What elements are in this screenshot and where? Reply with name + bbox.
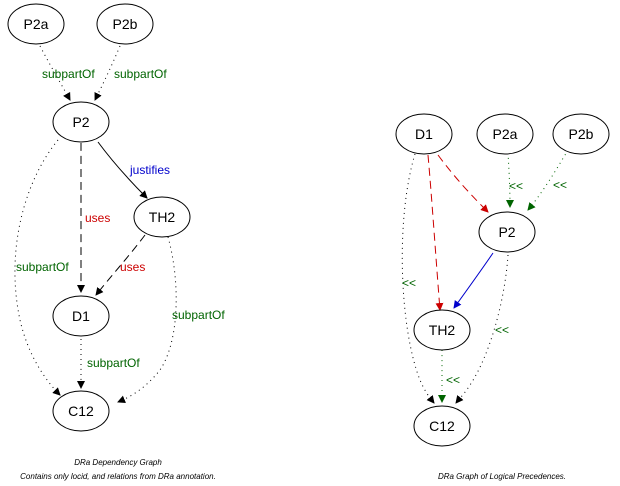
rnode-th2-label: TH2 [429,322,456,338]
label-d1-c12: subpartOf [87,356,140,370]
node-p2a[interactable]: P2a [7,3,65,45]
rnode-p2b[interactable]: P2b [552,113,610,155]
edge-th2-c12 [117,236,177,404]
label-p2-d1: uses [85,211,110,225]
rnode-th2[interactable]: TH2 [413,309,471,351]
redge-p2b-p2 [527,149,569,211]
edge-th2-d1 [95,234,146,296]
node-p2b[interactable]: P2b [96,3,154,45]
rnode-d1[interactable]: D1 [395,113,453,155]
rlabel-p2b-p2: << [553,178,567,192]
node-d1-label: D1 [72,308,90,324]
node-c12[interactable]: C12 [52,390,110,432]
label-p2-c12: subpartOf [16,260,69,274]
node-p2[interactable]: P2 [52,101,110,143]
rnode-p2a[interactable]: P2a [476,113,534,155]
label-p2b-p2: subpartOf [114,67,167,81]
redge-p2-c12 [455,254,509,404]
right-graph: << << << << << D1 P2a P2b P2 TH2 C12 [395,113,610,481]
left-edges [14,45,177,404]
redge-p2-th2 [453,252,494,309]
node-c12-label: C12 [68,403,94,419]
rnode-d1-label: D1 [415,126,433,142]
rnode-c12[interactable]: C12 [413,405,471,447]
node-p2b-label: P2b [113,16,138,32]
edge-p2a-p2 [39,45,71,101]
redge-d1-c12 [401,153,435,404]
rnode-p2-label: P2 [498,224,515,240]
redge-d1-p2 [437,154,489,213]
label-p2-th2: justifies [129,163,170,177]
rnode-p2a-label: P2a [493,126,518,142]
label-th2-d1: uses [120,260,145,274]
rnode-c12-label: C12 [429,418,455,434]
rnode-p2[interactable]: P2 [478,211,536,253]
rlabel-d1-c12: << [402,276,416,290]
label-p2a-p2: subpartOf [42,67,95,81]
right-edges [401,149,569,404]
node-p2-label: P2 [72,114,89,130]
left-graph: subpartOf subpartOf justifies uses uses … [7,3,225,481]
redge-d1-th2 [427,154,444,311]
node-d1[interactable]: D1 [52,295,110,337]
right-caption: DRa Graph of Logical Precedences. [438,472,566,481]
rnode-p2b-label: P2b [569,126,594,142]
rlabel-p2-c12: << [495,323,509,337]
rlabel-p2a-p2: << [509,179,523,193]
left-caption-line2: Contains only locid, and relations from … [20,472,216,481]
label-th2-c12: subpartOf [172,308,225,322]
node-th2-label: TH2 [149,209,176,225]
rlabel-th2-c12: << [446,373,460,387]
node-th2[interactable]: TH2 [133,196,191,238]
node-p2a-label: P2a [24,16,49,32]
left-caption-line1: DRa Dependency Graph [74,458,162,467]
edge-p2-th2 [97,141,148,199]
